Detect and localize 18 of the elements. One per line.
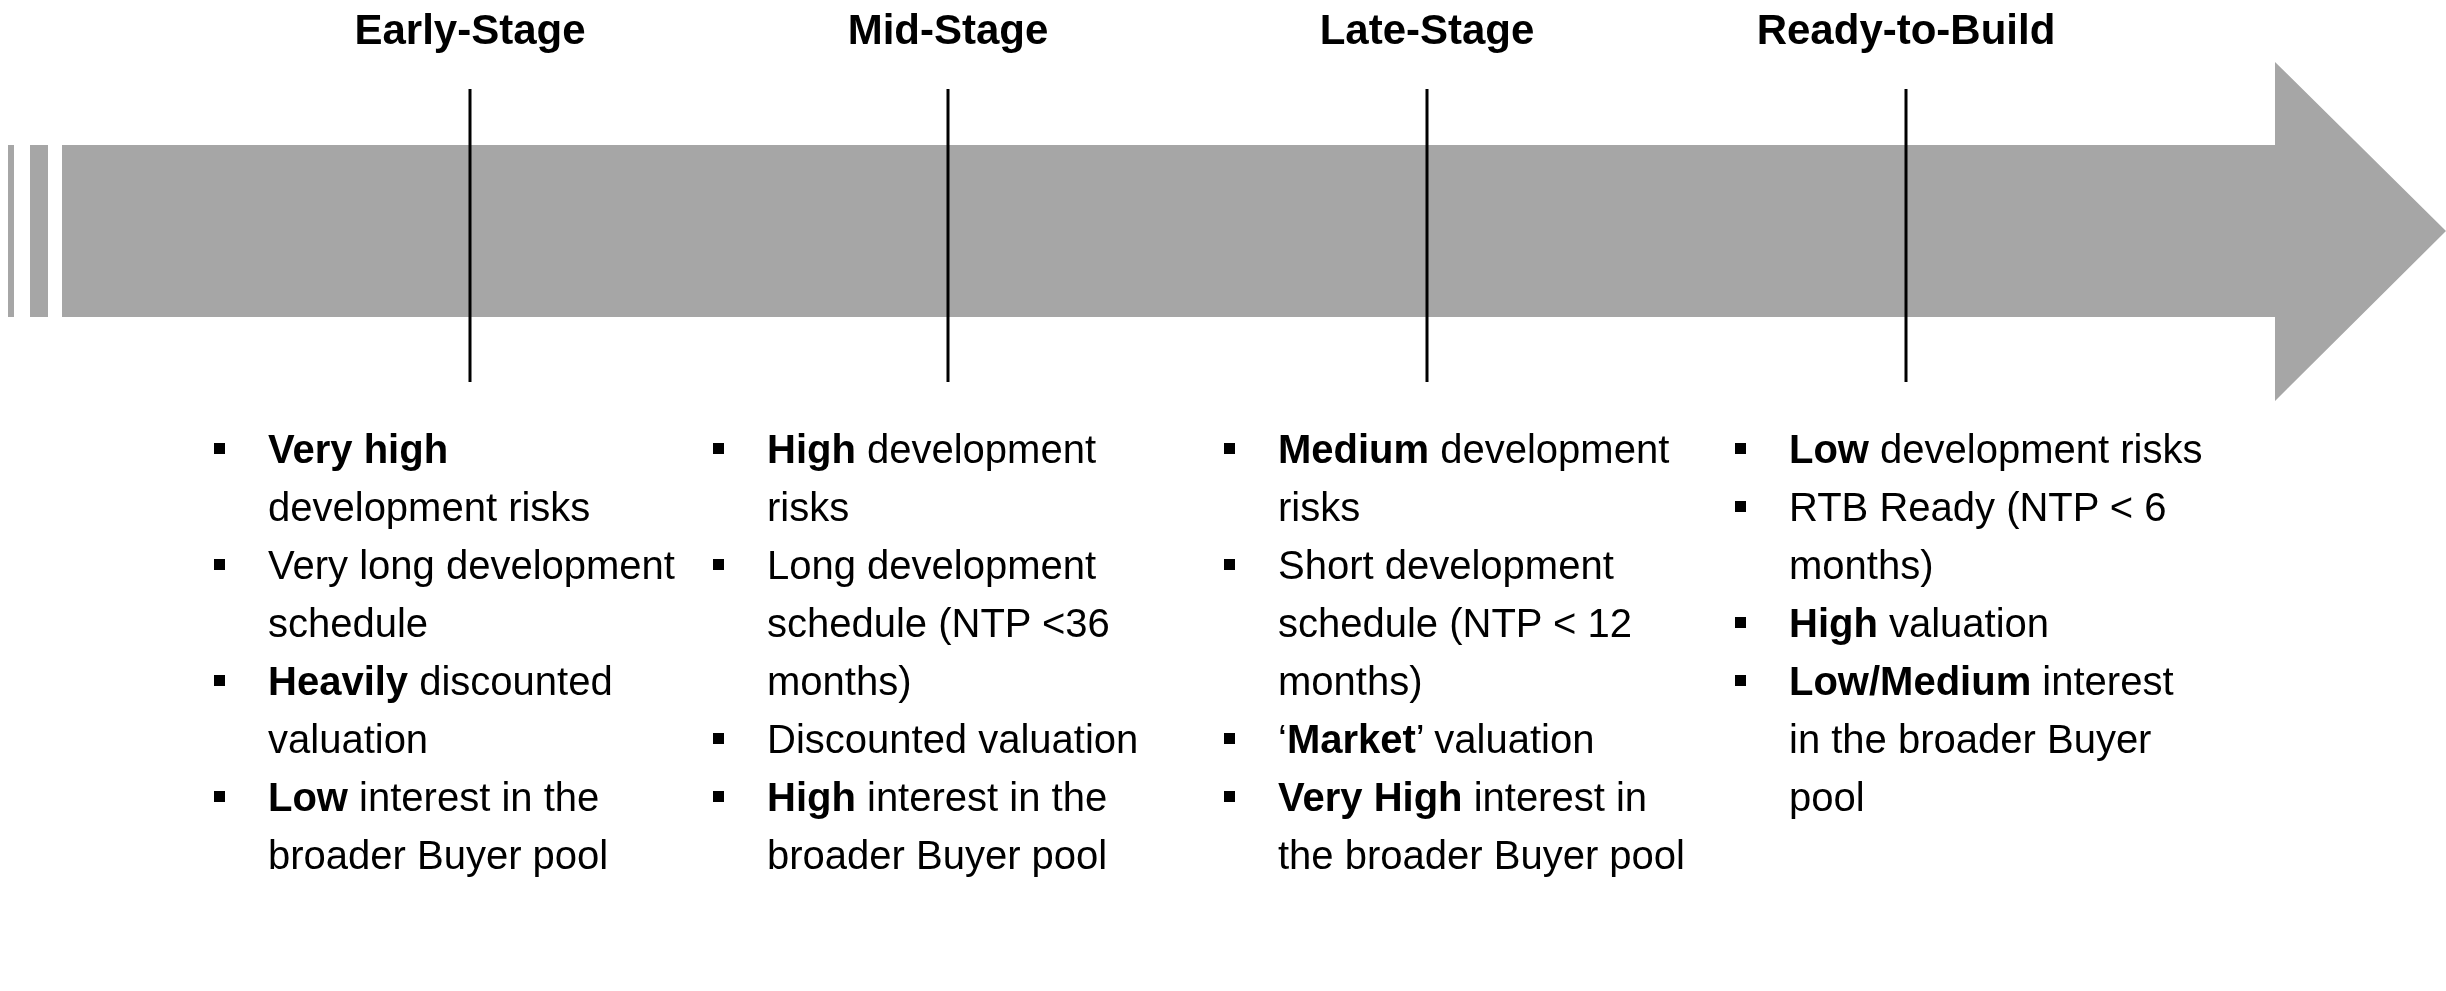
bullet-item: Very high development risks	[211, 420, 688, 536]
bullet-item: RTB Ready (NTP < 6 months)	[1732, 478, 2209, 594]
bullet-item: Low interest in the broader Buyer pool	[211, 768, 688, 884]
bullet-item: Short development schedule (NTP < 12 months)	[1221, 536, 1698, 710]
stage-title: Ready-to-Build	[1756, 6, 2056, 54]
bullet-item: Medium development risks	[1221, 420, 1698, 536]
bullet-item: High development risks	[710, 420, 1187, 536]
bullet-item: High valuation	[1732, 594, 2209, 652]
bullet-item: Long development schedule (NTP <36 months)	[710, 536, 1187, 710]
bullet-item: Very High interest in the broader Buyer pool	[1221, 768, 1698, 884]
stage-title: Early-Stage	[354, 6, 586, 54]
bullet-item: ‘Market’ valuation	[1221, 710, 1698, 768]
bullet-item: Low/Medium interest in the broader Buyer pool	[1732, 652, 2209, 826]
bullet-item: High interest in the broader Buyer pool	[710, 768, 1187, 884]
stage-title: Late-Stage	[1319, 6, 1535, 54]
bullet-item: Discounted valuation	[710, 710, 1187, 768]
stage-title: Mid-Stage	[847, 6, 1049, 54]
bullet-item: Low development risks	[1732, 420, 2209, 478]
